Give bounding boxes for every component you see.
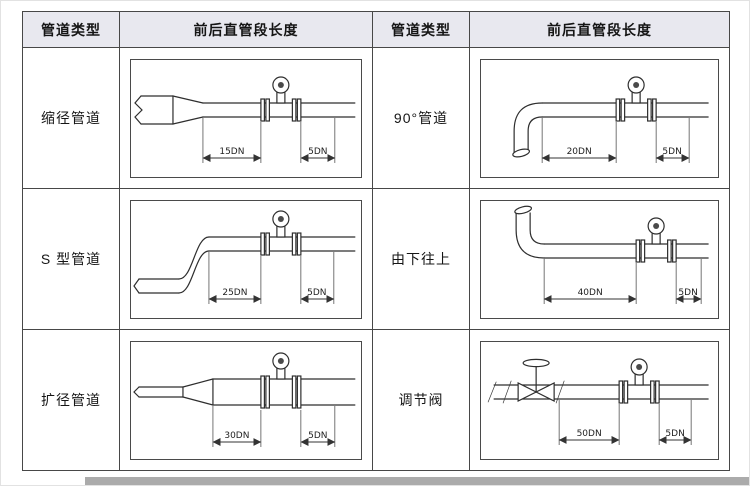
diagram-control-valve-pipe: 50DN 5DN: [480, 340, 719, 460]
flowmeter-icon: [260, 75, 302, 122]
upstream-dimension-label: 50DN: [577, 429, 602, 439]
pipe-type-label-reducing: 缩径管道: [23, 48, 120, 189]
header-cell-pipe-type-2: 管道类型: [373, 12, 470, 48]
header-cell-straight-length-1: 前后直管段长度: [120, 12, 373, 48]
bottom-up-pipe-drawing: 40DN 5DN: [514, 205, 710, 304]
diagram-expanding-pipe: 30DN 5DN: [130, 340, 362, 460]
upstream-dimension-label: 15DN: [219, 146, 244, 156]
flowmeter-icon: [615, 75, 658, 122]
pipe-type-label-control-valve: 调节阀: [373, 330, 470, 470]
diagram-cell-expanding: 30DN 5DN: [120, 330, 373, 470]
upstream-dimension-label: 30DN: [224, 430, 249, 440]
flowmeter-icon: [260, 351, 302, 409]
downstream-dimension-label: 5DN: [307, 287, 326, 297]
dimension-lines: 50DN 5DN: [559, 399, 692, 445]
flowmeter-icon: [618, 357, 661, 404]
diagram-s-shape-pipe: 25DN 5DN: [130, 199, 362, 319]
diagram-cell-control-valve: 50DN 5DN: [470, 330, 729, 470]
reducing-pipe-drawing: 15DN 5DN: [134, 75, 356, 163]
upstream-dimension-label: 20DN: [567, 147, 592, 157]
diagram-bottom-up-pipe: 40DN 5DN: [480, 199, 719, 319]
expanding-pipe-drawing: 30DN 5DN: [133, 351, 356, 447]
diagram-cell-reducing: 15DN 5DN: [120, 48, 373, 189]
s-shape-pipe-drawing: 25DN 5DN: [133, 209, 356, 304]
bottom-strip: [85, 477, 749, 485]
header-cell-straight-length-2: 前后直管段长度: [470, 12, 729, 48]
dimension-lines: 25DN 5DN: [208, 251, 335, 304]
dimension-lines: 15DN 5DN: [202, 117, 336, 163]
pipe-type-label-90-degree: 90°管道: [373, 48, 470, 189]
flowmeter-icon: [260, 209, 302, 256]
pipe-outline: [134, 94, 356, 125]
header-cell-pipe-type-1: 管道类型: [23, 12, 120, 48]
pipe-outline: [133, 235, 356, 294]
pipe-type-label-bottom-up: 由下往上: [373, 189, 470, 330]
diagram-cell-bottom-up: 40DN 5DN: [470, 189, 729, 330]
downstream-dimension-label: 5DN: [663, 147, 682, 157]
pipe-type-label-s-shape: S 型管道: [23, 189, 120, 330]
pipe-installation-table: 管道类型 前后直管段长度 管道类型 前后直管段长度 缩径管道: [22, 11, 730, 471]
dimension-lines: 30DN 5DN: [212, 405, 336, 447]
downstream-dimension-label: 5DN: [308, 430, 327, 440]
pipe-type-label-expanding: 扩径管道: [23, 330, 120, 470]
diagram-90-degree-pipe: 20DN 5DN: [480, 58, 719, 178]
diagram-reducing-pipe: 15DN 5DN: [130, 58, 362, 178]
dimension-lines: 40DN 5DN: [544, 258, 702, 304]
diagram-cell-s-shape: 25DN 5DN: [120, 189, 373, 330]
upstream-dimension-label: 40DN: [578, 288, 603, 298]
pipe-outline: [488, 380, 710, 403]
90-degree-pipe-drawing: 20DN 5DN: [512, 75, 710, 163]
control-valve-pipe-drawing: 50DN 5DN: [488, 357, 710, 445]
diagram-cell-90-degree: 20DN 5DN: [470, 48, 729, 189]
downstream-dimension-label: 5DN: [666, 429, 685, 439]
pipe-outline: [514, 205, 710, 259]
control-valve-icon: [517, 358, 556, 402]
downstream-dimension-label: 5DN: [679, 288, 698, 298]
flowmeter-icon: [635, 216, 678, 263]
downstream-dimension-label: 5DN: [308, 146, 327, 156]
pipe-outline: [133, 377, 356, 406]
upstream-dimension-label: 25DN: [222, 287, 247, 297]
dimension-lines: 20DN 5DN: [542, 117, 690, 163]
